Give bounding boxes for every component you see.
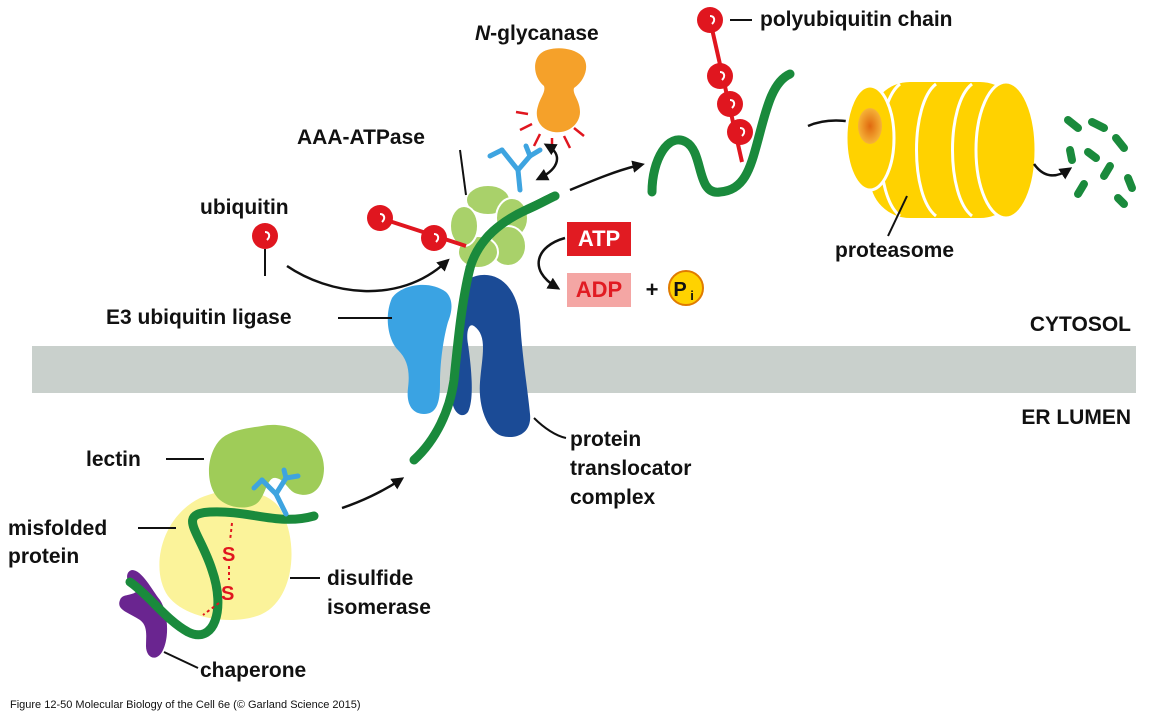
cytosol-label: CYTOSOL xyxy=(1030,313,1131,336)
misfolded-protein-label-line2: protein xyxy=(8,545,79,568)
er-membrane xyxy=(32,346,1136,393)
ubiquitin-free xyxy=(252,223,278,276)
figure-caption: Figure 12-50 Molecular Biology of the Ce… xyxy=(10,699,361,711)
polyubiquitinated-protein-chain xyxy=(647,69,795,197)
atp-hydrolysis-arrow xyxy=(537,236,566,290)
polyubiquitin-unit-4 xyxy=(727,119,753,145)
lumen-to-translocator-arrow xyxy=(341,477,405,510)
polyubiquitin-unit-2 xyxy=(707,63,733,89)
n-glycanase-label: N-glycanase xyxy=(475,22,599,45)
peptide-fragments xyxy=(1064,116,1136,208)
protein-translocator-label-line1: protein xyxy=(570,428,641,451)
atp-label: ATP xyxy=(578,226,620,251)
ubiquitin-attached-2 xyxy=(421,225,447,251)
e3-ubiquitin-ligase-shape xyxy=(387,284,452,414)
leader-lines xyxy=(138,19,908,669)
disulfide-isomerase-label-line1: disulfide xyxy=(327,567,413,590)
adp-label: ADP xyxy=(576,277,622,302)
protein-chain-over-atpase xyxy=(465,191,560,273)
lectin-label: lectin xyxy=(86,448,141,471)
phosphate-subscript: i xyxy=(690,288,694,303)
proteasome-label: proteasome xyxy=(835,239,954,262)
plus-sign: + xyxy=(646,277,659,302)
atp-box xyxy=(567,222,631,256)
ubiquitin-label: ubiquitin xyxy=(200,196,289,219)
lectin-shape xyxy=(208,424,324,508)
phosphate-label: P xyxy=(673,279,686,301)
chaperone-label: chaperone xyxy=(200,659,306,682)
protein-translocator-label-line2: translocator xyxy=(570,457,691,480)
oligosaccharide-cytosol xyxy=(487,143,543,193)
protein-translocator-label-line3: complex xyxy=(570,486,656,509)
phosphate-circle xyxy=(668,270,704,306)
aaa-atpase-label: AAA-ATPase xyxy=(297,126,425,149)
misfolded-protein-label-line1: misfolded xyxy=(8,517,107,540)
er-lumen-label: ER LUMEN xyxy=(1021,406,1131,429)
polyubiquitin-unit-3 xyxy=(717,91,743,117)
protein-translocator-shape xyxy=(452,274,531,438)
polyubiquitin-chain-label: polyubiquitin chain xyxy=(760,8,953,31)
proteasome-exit-arrow xyxy=(1032,163,1073,180)
misfolded-protein-chain xyxy=(125,507,319,640)
sulfur-atom-2: S xyxy=(221,583,234,605)
ubiquitin-transfer-arrow xyxy=(286,258,450,293)
polyubiquitin-unit-1 xyxy=(697,7,723,33)
sulfur-atom-1: S xyxy=(222,544,235,566)
n-glycanase-shape xyxy=(515,48,587,150)
aaa-atpase-ring xyxy=(449,184,529,269)
adp-box xyxy=(567,273,631,307)
ubiquitin-attached-1 xyxy=(367,205,393,231)
oligosaccharide-lumen xyxy=(251,467,301,517)
e3-ubiquitin-ligase-label: E3 ubiquitin ligase xyxy=(106,306,292,329)
disulfide-isomerase-label-line2: isomerase xyxy=(327,596,431,619)
retrotranslocation-arrow xyxy=(569,160,645,192)
glycanase-cleavage-arrow xyxy=(535,143,559,181)
proteasome-shape xyxy=(844,80,1038,220)
chaperone-shape xyxy=(119,570,168,658)
